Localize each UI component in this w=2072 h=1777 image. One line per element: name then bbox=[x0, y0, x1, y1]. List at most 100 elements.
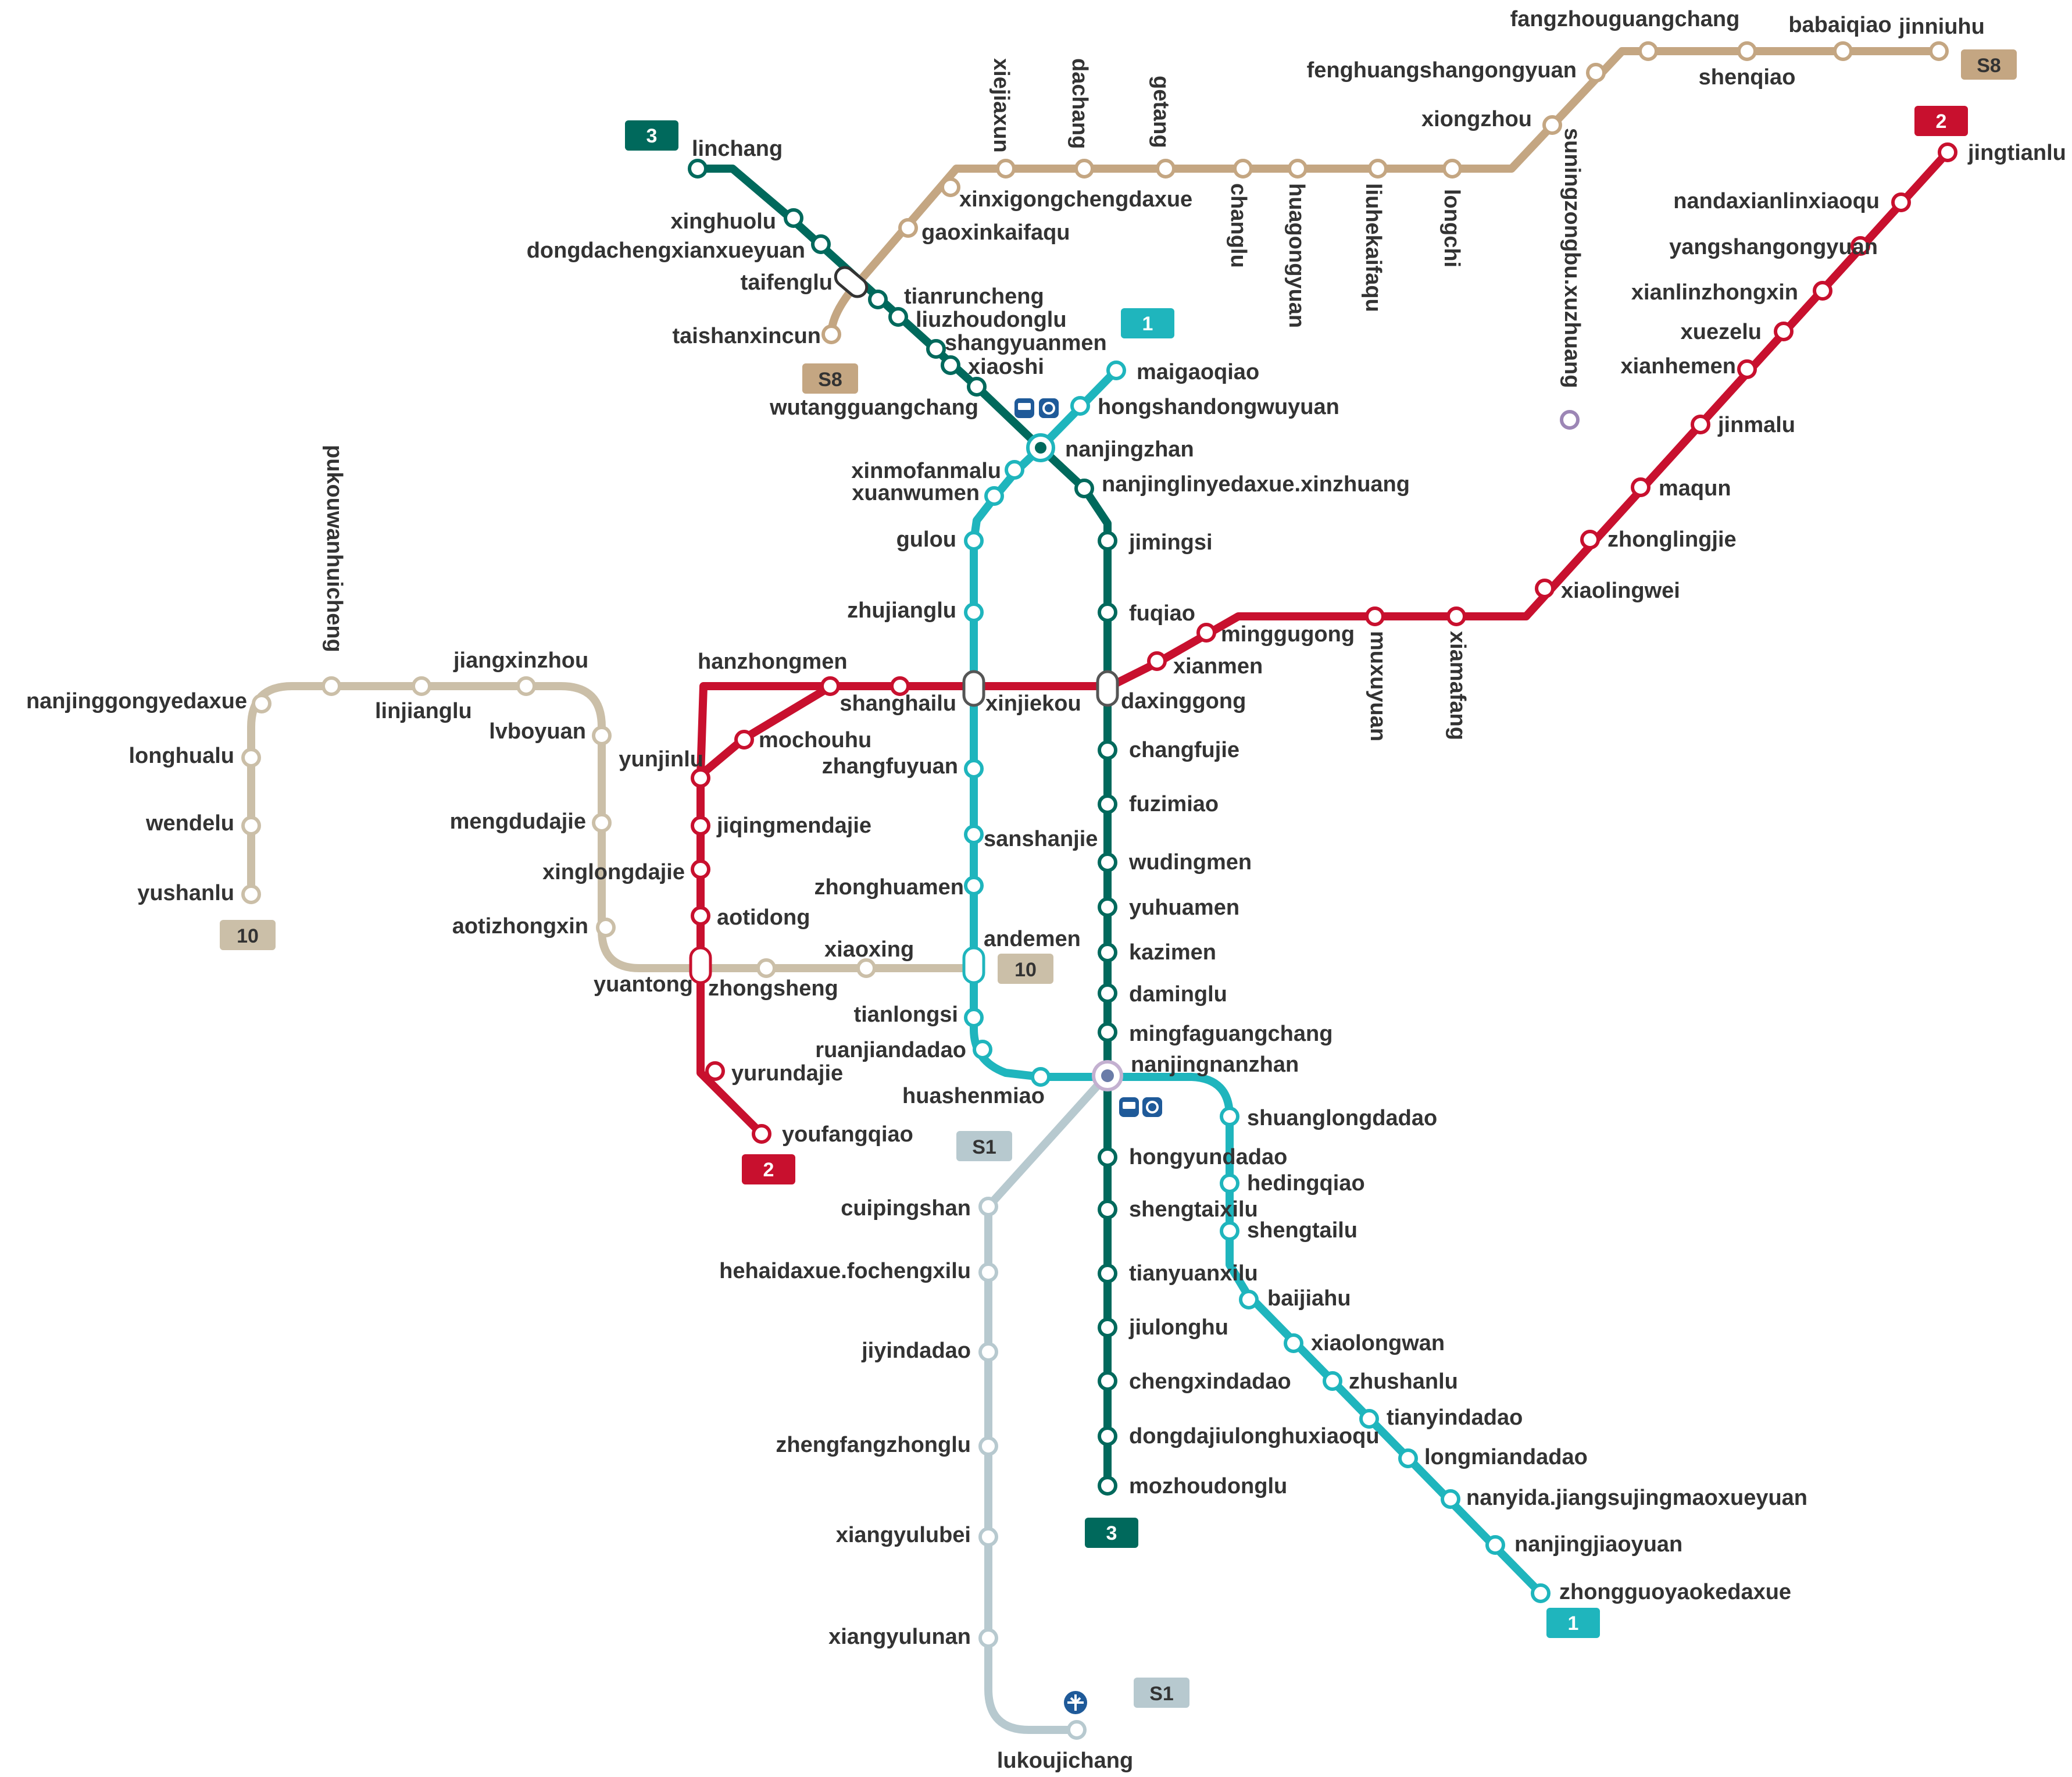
station-marker[interactable] bbox=[691, 906, 710, 926]
station-marker[interactable] bbox=[688, 159, 708, 179]
station-marker[interactable] bbox=[1560, 410, 1580, 430]
station-marker[interactable] bbox=[1098, 852, 1117, 872]
station-marker[interactable] bbox=[964, 602, 984, 622]
station-marker[interactable] bbox=[964, 1008, 984, 1027]
station-marker[interactable] bbox=[1098, 602, 1117, 622]
station-marker[interactable] bbox=[1098, 897, 1117, 917]
station-marker[interactable] bbox=[756, 958, 776, 978]
station-marker[interactable] bbox=[784, 208, 803, 228]
station-marker[interactable] bbox=[734, 730, 754, 750]
station-marker[interactable] bbox=[752, 1124, 771, 1144]
station-marker[interactable] bbox=[1938, 142, 1957, 162]
station-marker[interactable] bbox=[978, 1197, 998, 1216]
station-marker[interactable] bbox=[1813, 281, 1832, 301]
interchange-andemen[interactable] bbox=[962, 946, 985, 984]
station-marker[interactable] bbox=[1074, 159, 1094, 179]
station-marker[interactable] bbox=[856, 958, 876, 978]
station-marker[interactable] bbox=[964, 531, 984, 551]
station-marker[interactable] bbox=[978, 1342, 998, 1362]
station-marker[interactable] bbox=[1359, 1409, 1379, 1429]
station-marker[interactable] bbox=[1106, 361, 1126, 380]
station-marker[interactable] bbox=[705, 1061, 725, 1081]
station-marker[interactable] bbox=[868, 290, 888, 309]
station-marker[interactable] bbox=[241, 884, 261, 904]
station-marker[interactable] bbox=[1891, 192, 1911, 212]
station-marker[interactable] bbox=[241, 748, 261, 768]
station-marker[interactable] bbox=[1288, 159, 1307, 179]
station-marker[interactable] bbox=[1220, 1107, 1239, 1126]
station-marker[interactable] bbox=[926, 339, 946, 359]
station-marker[interactable] bbox=[1233, 159, 1253, 179]
station-marker[interactable] bbox=[1098, 1022, 1117, 1042]
station-marker[interactable] bbox=[1067, 1720, 1087, 1740]
station-marker[interactable] bbox=[321, 676, 341, 696]
station-marker[interactable] bbox=[1098, 1426, 1117, 1446]
station-marker[interactable] bbox=[1098, 1200, 1117, 1219]
station-marker[interactable] bbox=[973, 1040, 992, 1059]
station-marker[interactable] bbox=[1446, 606, 1466, 626]
station-marker[interactable] bbox=[252, 694, 271, 713]
station-marker[interactable] bbox=[1098, 1264, 1117, 1283]
station-marker[interactable] bbox=[1442, 159, 1462, 179]
station-marker[interactable] bbox=[1098, 1371, 1117, 1391]
station-marker[interactable] bbox=[1535, 579, 1555, 598]
interchange-daxinggong[interactable] bbox=[1096, 670, 1119, 707]
station-marker[interactable] bbox=[1098, 1476, 1117, 1496]
station-marker[interactable] bbox=[1586, 63, 1606, 83]
station-marker[interactable] bbox=[1098, 794, 1117, 814]
station-marker[interactable] bbox=[820, 676, 840, 696]
station-marker[interactable] bbox=[1691, 415, 1710, 434]
station-marker[interactable] bbox=[516, 676, 536, 696]
station-marker[interactable] bbox=[1098, 983, 1117, 1003]
station-marker[interactable] bbox=[412, 676, 431, 696]
station-marker[interactable] bbox=[821, 324, 841, 344]
station-marker[interactable] bbox=[1631, 477, 1651, 497]
station-marker[interactable] bbox=[1098, 740, 1117, 760]
station-marker[interactable] bbox=[1833, 41, 1853, 61]
station-marker[interactable] bbox=[1542, 115, 1562, 135]
station-marker[interactable] bbox=[978, 1527, 998, 1547]
station-marker[interactable] bbox=[1365, 606, 1385, 626]
station-marker[interactable] bbox=[691, 768, 710, 788]
station-marker[interactable] bbox=[1284, 1333, 1303, 1353]
station-marker[interactable] bbox=[1929, 41, 1949, 61]
station-marker[interactable] bbox=[1074, 479, 1094, 498]
station-marker[interactable] bbox=[978, 1628, 998, 1648]
station-marker[interactable] bbox=[1323, 1371, 1342, 1391]
station-marker[interactable] bbox=[1098, 1147, 1117, 1167]
station-marker[interactable] bbox=[1005, 460, 1024, 480]
station-marker[interactable] bbox=[1368, 159, 1388, 179]
station-marker[interactable] bbox=[890, 676, 910, 696]
station-marker[interactable] bbox=[1098, 1318, 1117, 1337]
station-marker[interactable] bbox=[1850, 236, 1870, 256]
station-marker[interactable] bbox=[691, 859, 710, 879]
station-marker[interactable] bbox=[984, 486, 1004, 506]
station-marker[interactable] bbox=[1239, 1290, 1259, 1309]
station-marker[interactable] bbox=[978, 1262, 998, 1282]
station-marker[interactable] bbox=[1220, 1173, 1239, 1193]
station-marker[interactable] bbox=[811, 234, 831, 254]
station-marker[interactable] bbox=[1441, 1489, 1460, 1509]
station-marker[interactable] bbox=[1485, 1535, 1505, 1555]
station-marker[interactable] bbox=[1531, 1583, 1551, 1603]
station-marker[interactable] bbox=[967, 377, 987, 397]
interchange-taifenglu[interactable] bbox=[832, 263, 871, 300]
station-marker[interactable] bbox=[1147, 651, 1167, 671]
station-marker[interactable] bbox=[978, 1436, 998, 1456]
station-marker[interactable] bbox=[964, 876, 984, 895]
station-marker[interactable] bbox=[888, 307, 908, 327]
station-marker[interactable] bbox=[898, 218, 918, 238]
station-marker[interactable] bbox=[1098, 943, 1117, 962]
station-marker[interactable] bbox=[1098, 531, 1117, 551]
station-marker[interactable] bbox=[1156, 159, 1176, 179]
station-marker[interactable] bbox=[1031, 1067, 1051, 1087]
station-marker[interactable] bbox=[964, 825, 984, 844]
station-marker[interactable] bbox=[592, 726, 612, 745]
station-marker[interactable] bbox=[1638, 41, 1658, 61]
station-marker[interactable] bbox=[941, 177, 960, 197]
interchange-xinjiekou[interactable] bbox=[962, 670, 985, 707]
station-marker[interactable] bbox=[996, 159, 1016, 179]
station-marker[interactable] bbox=[596, 918, 616, 937]
station-marker[interactable] bbox=[964, 759, 984, 779]
station-marker[interactable] bbox=[1774, 322, 1794, 341]
